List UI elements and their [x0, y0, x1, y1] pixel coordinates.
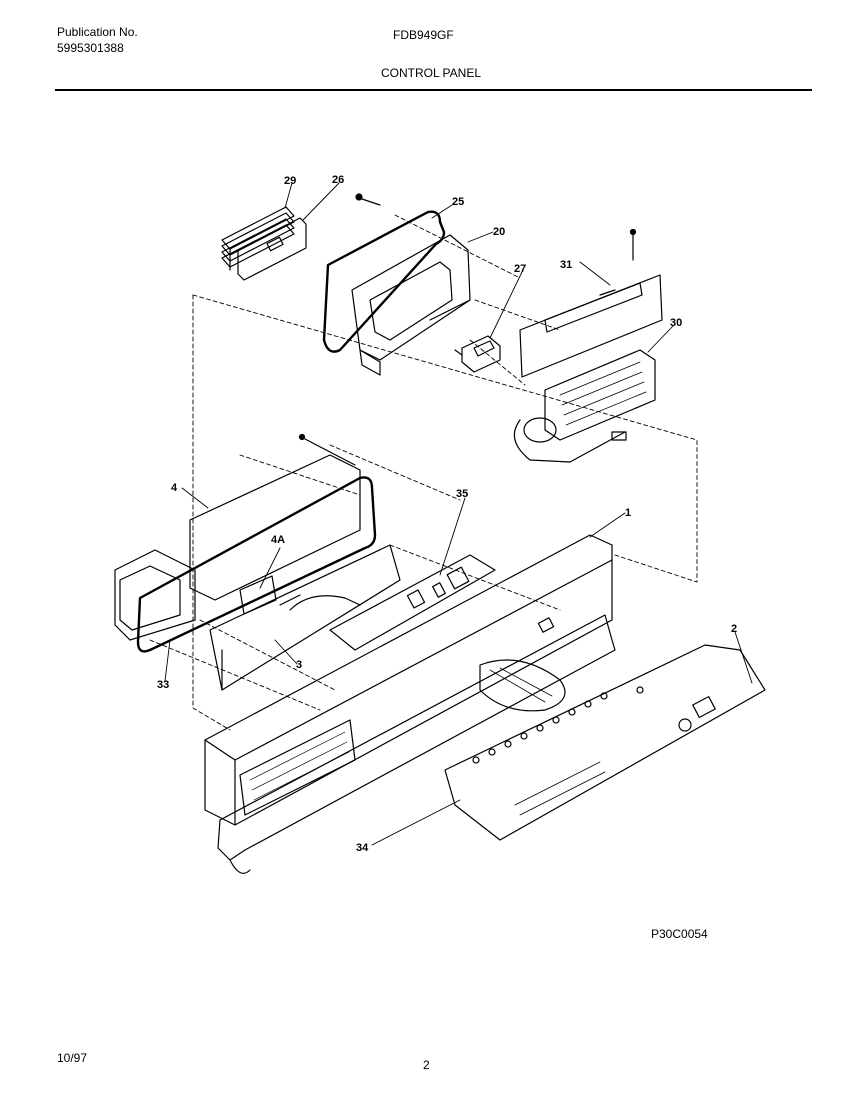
callout-31: 31 — [560, 259, 572, 271]
callout-25: 25 — [452, 196, 464, 208]
leader-lines — [164, 182, 753, 846]
part-3-bracket — [209, 544, 401, 691]
part-30-blower — [513, 349, 656, 463]
callout-34: 34 — [356, 842, 369, 854]
callout-30: 30 — [670, 317, 682, 329]
part-2-overlay — [444, 644, 766, 841]
callout-4a: 4A — [271, 534, 285, 546]
callout-2: 2 — [731, 623, 737, 635]
part-26-cover — [237, 217, 307, 281]
part-1-console — [204, 534, 613, 826]
callout-29: 29 — [284, 175, 296, 187]
callout-20: 20 — [493, 226, 505, 238]
diagram-code: P30C0054 — [651, 927, 708, 941]
callout-35: 35 — [456, 488, 468, 500]
callout-1: 1 — [625, 507, 631, 519]
section-title: CONTROL PANEL — [381, 66, 482, 80]
header-rule — [55, 89, 812, 91]
part-4a-bracket — [239, 575, 301, 615]
callout-4: 4 — [171, 482, 178, 494]
callout-27: 27 — [514, 263, 526, 275]
part-29-board — [221, 206, 295, 271]
part-31-panel — [519, 274, 663, 378]
screw-26 — [355, 193, 381, 206]
part-4-housing — [114, 454, 361, 641]
part-25-gasket — [322, 210, 446, 353]
part-20-frame — [351, 234, 471, 376]
screw-31 — [629, 228, 637, 261]
part-35-board — [329, 554, 496, 651]
screw-4 — [298, 433, 356, 466]
part-27-switch — [454, 335, 501, 373]
publication-number: 5995301388 — [57, 41, 124, 55]
footer-date: 10/97 — [57, 1051, 88, 1065]
callout-3: 3 — [296, 659, 302, 671]
callout-33: 33 — [157, 679, 169, 691]
model-number: FDB949GF — [393, 28, 454, 42]
assembly-guide-lines — [149, 214, 698, 731]
page-number: 2 — [423, 1058, 430, 1072]
part-33-gasket — [136, 476, 377, 653]
publication-label: Publication No. — [57, 25, 138, 39]
callout-26: 26 — [332, 174, 344, 186]
part-34-trim — [217, 614, 616, 874]
